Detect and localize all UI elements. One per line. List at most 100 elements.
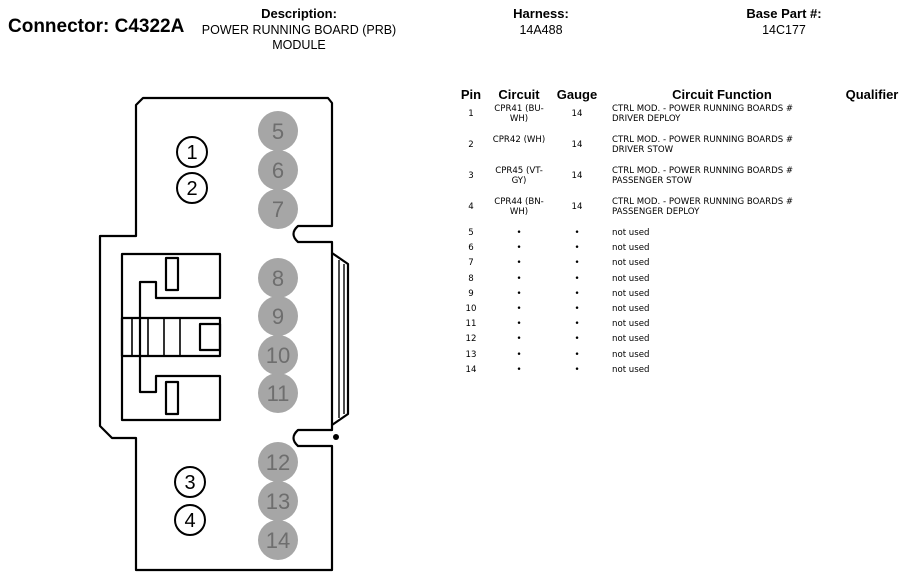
- base-part-block: Base Part #: 14C177: [722, 6, 846, 38]
- cell-qualifier: [838, 228, 906, 243]
- pinout-header-row: Pin Circuit Gauge Circuit Function Quali…: [452, 86, 906, 104]
- cell-gauge-line: •: [574, 288, 580, 299]
- harness-value: 14A488: [519, 23, 563, 37]
- cell-circuit-function-line: not used: [612, 349, 650, 360]
- cell-circuit-function: not used: [606, 289, 838, 304]
- cell-pin: 5: [452, 228, 490, 243]
- cell-pin: 2: [452, 135, 490, 166]
- table-row: 10••not used: [452, 304, 906, 319]
- cell-pin: 10: [452, 304, 490, 319]
- cell-pin-line: 10: [465, 303, 477, 314]
- cell-circuit-function-line: not used: [612, 319, 650, 330]
- cell-circuit-function-line: not used: [612, 288, 650, 299]
- cell-gauge-line: •: [574, 334, 580, 345]
- pin-cavity-2: 2: [176, 172, 208, 204]
- cell-pin-line: 6: [468, 243, 474, 254]
- cell-pin-line: 13: [465, 349, 477, 360]
- base-part-value: 14C177: [762, 23, 806, 37]
- cell-pin: 4: [452, 197, 490, 228]
- cell-gauge-line: 14: [571, 202, 583, 212]
- cell-gauge-line: •: [574, 243, 580, 254]
- pin-number-label: 8: [272, 266, 284, 291]
- header-circuit: Circuit: [498, 87, 540, 102]
- connector-housing: [98, 96, 350, 572]
- cell-circuit-function: CTRL MOD. - POWER RUNNING BOARDS #PASSEN…: [606, 166, 838, 197]
- pin-cavity-1: 1: [176, 136, 208, 168]
- cell-circuit-line: CPR42 (WH): [492, 135, 546, 145]
- cell-qualifier: [838, 365, 906, 380]
- pin-number-label: 3: [184, 472, 195, 494]
- cell-circuit-function: CTRL MOD. - POWER RUNNING BOARDS #PASSEN…: [606, 197, 838, 228]
- cell-qualifier: [838, 289, 906, 304]
- cell-pin-line: 4: [468, 202, 474, 212]
- cell-circuit: •: [490, 289, 548, 304]
- cell-circuit: •: [490, 334, 548, 349]
- pin-cavity-14: 14: [258, 520, 298, 560]
- cell-circuit-function-line: not used: [612, 334, 650, 345]
- cell-circuit-function-line: DRIVER STOW: [612, 145, 674, 155]
- pin-number-label: 9: [272, 304, 284, 329]
- cell-circuit-function: not used: [606, 350, 838, 365]
- pin-circle-used: [176, 172, 208, 204]
- cell-circuit: CPR44 (BN-WH): [490, 197, 548, 228]
- cell-circuit: •: [490, 243, 548, 258]
- header-qualifier: Qualifier: [845, 87, 899, 102]
- pin-cavity-11: 11: [258, 373, 298, 413]
- cell-pin: 12: [452, 334, 490, 349]
- cell-gauge: •: [548, 274, 606, 289]
- cell-circuit-function-line: not used: [612, 273, 650, 284]
- table-row: 4 CPR44 (BN-WH) 14 CTRL MOD. - POWER RUNNIN…: [452, 197, 906, 228]
- pin-number-label: 1: [186, 142, 197, 164]
- cell-circuit-line: •: [516, 258, 522, 269]
- cell-gauge-line: •: [574, 349, 580, 360]
- cell-qualifier: [838, 274, 906, 289]
- cell-pin: 1: [452, 104, 490, 135]
- cell-circuit-function: not used: [606, 228, 838, 243]
- cell-qualifier: [838, 334, 906, 349]
- cell-circuit: •: [490, 228, 548, 243]
- cell-pin-line: 5: [468, 228, 474, 238]
- table-row: 14••not used: [452, 365, 906, 380]
- latch-bar-slats: [131, 318, 181, 356]
- table-row: 7••not used: [452, 258, 906, 273]
- cell-circuit-function: CTRL MOD. - POWER RUNNING BOARDS #DRIVER…: [606, 135, 838, 166]
- cell-circuit-line: •: [516, 288, 522, 299]
- cell-gauge-line: •: [574, 258, 580, 269]
- cell-circuit-line: •: [516, 364, 522, 375]
- pin-cavity-7: 7: [258, 189, 298, 229]
- latch-bar: [120, 316, 222, 358]
- pin-circle-unused: [258, 481, 298, 521]
- pin-circle-unused: [258, 520, 298, 560]
- pin-number-label: 11: [267, 381, 290, 406]
- cell-circuit: •: [490, 258, 548, 273]
- latch-hook-upper: [164, 256, 180, 292]
- cell-pin: 11: [452, 319, 490, 334]
- cell-gauge-line: •: [574, 303, 580, 314]
- cell-circuit-function: not used: [606, 334, 838, 349]
- pin-circle-unused: [258, 150, 298, 190]
- cell-pin-line: 7: [468, 258, 474, 269]
- cell-pin-line: 3: [468, 171, 474, 181]
- cell-gauge-line: •: [574, 273, 580, 284]
- cell-pin-line: 12: [465, 334, 477, 345]
- pin-circle-unused: [258, 189, 298, 229]
- table-row: 5••not used: [452, 228, 906, 243]
- cell-circuit-line: WH): [509, 207, 529, 217]
- description-label: Description:: [261, 6, 337, 21]
- cell-circuit: •: [490, 304, 548, 319]
- cell-circuit-function-line: CTRL MOD. - POWER RUNNING BOARDS #: [612, 197, 794, 207]
- cell-qualifier: [838, 304, 906, 319]
- cell-circuit-function-line: not used: [612, 228, 650, 238]
- cell-circuit-function: CTRL MOD. - POWER RUNNING BOARDS #DRIVER…: [606, 104, 838, 135]
- pin-number-label: 2: [186, 178, 197, 200]
- pin-cavity-9: 9: [258, 296, 298, 336]
- cell-qualifier: [838, 350, 906, 365]
- cell-pin-line: 2: [468, 140, 474, 150]
- description-block: Description: POWER RUNNING BOARD (PRB) M…: [190, 6, 408, 53]
- cell-circuit-function-line: not used: [612, 243, 650, 254]
- cell-gauge-line: •: [574, 319, 580, 330]
- cell-circuit-function-line: CTRL MOD. - POWER RUNNING BOARDS #: [612, 104, 794, 114]
- harness-block: Harness: 14A488: [482, 6, 600, 38]
